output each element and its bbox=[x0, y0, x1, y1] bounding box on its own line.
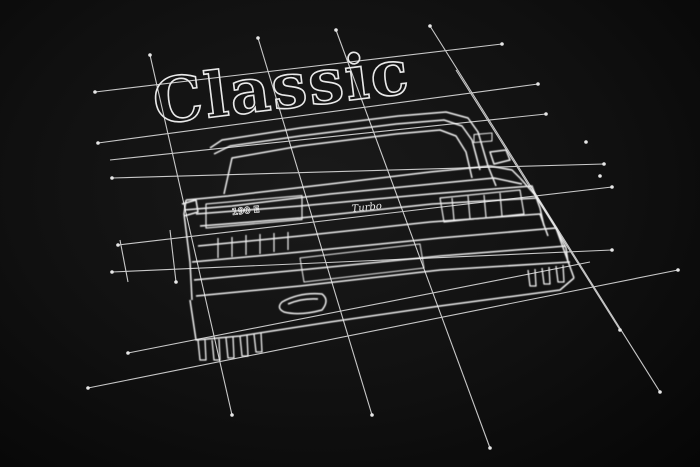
headline-text: Classic bbox=[149, 35, 414, 139]
badge-turbo: Turbo bbox=[351, 201, 382, 215]
car-outline bbox=[181, 111, 575, 361]
trunk-badges: 190 E Turbo bbox=[231, 201, 383, 218]
badge-model: 190 E bbox=[231, 205, 260, 218]
headline-lettering: Classic bbox=[148, 34, 415, 140]
